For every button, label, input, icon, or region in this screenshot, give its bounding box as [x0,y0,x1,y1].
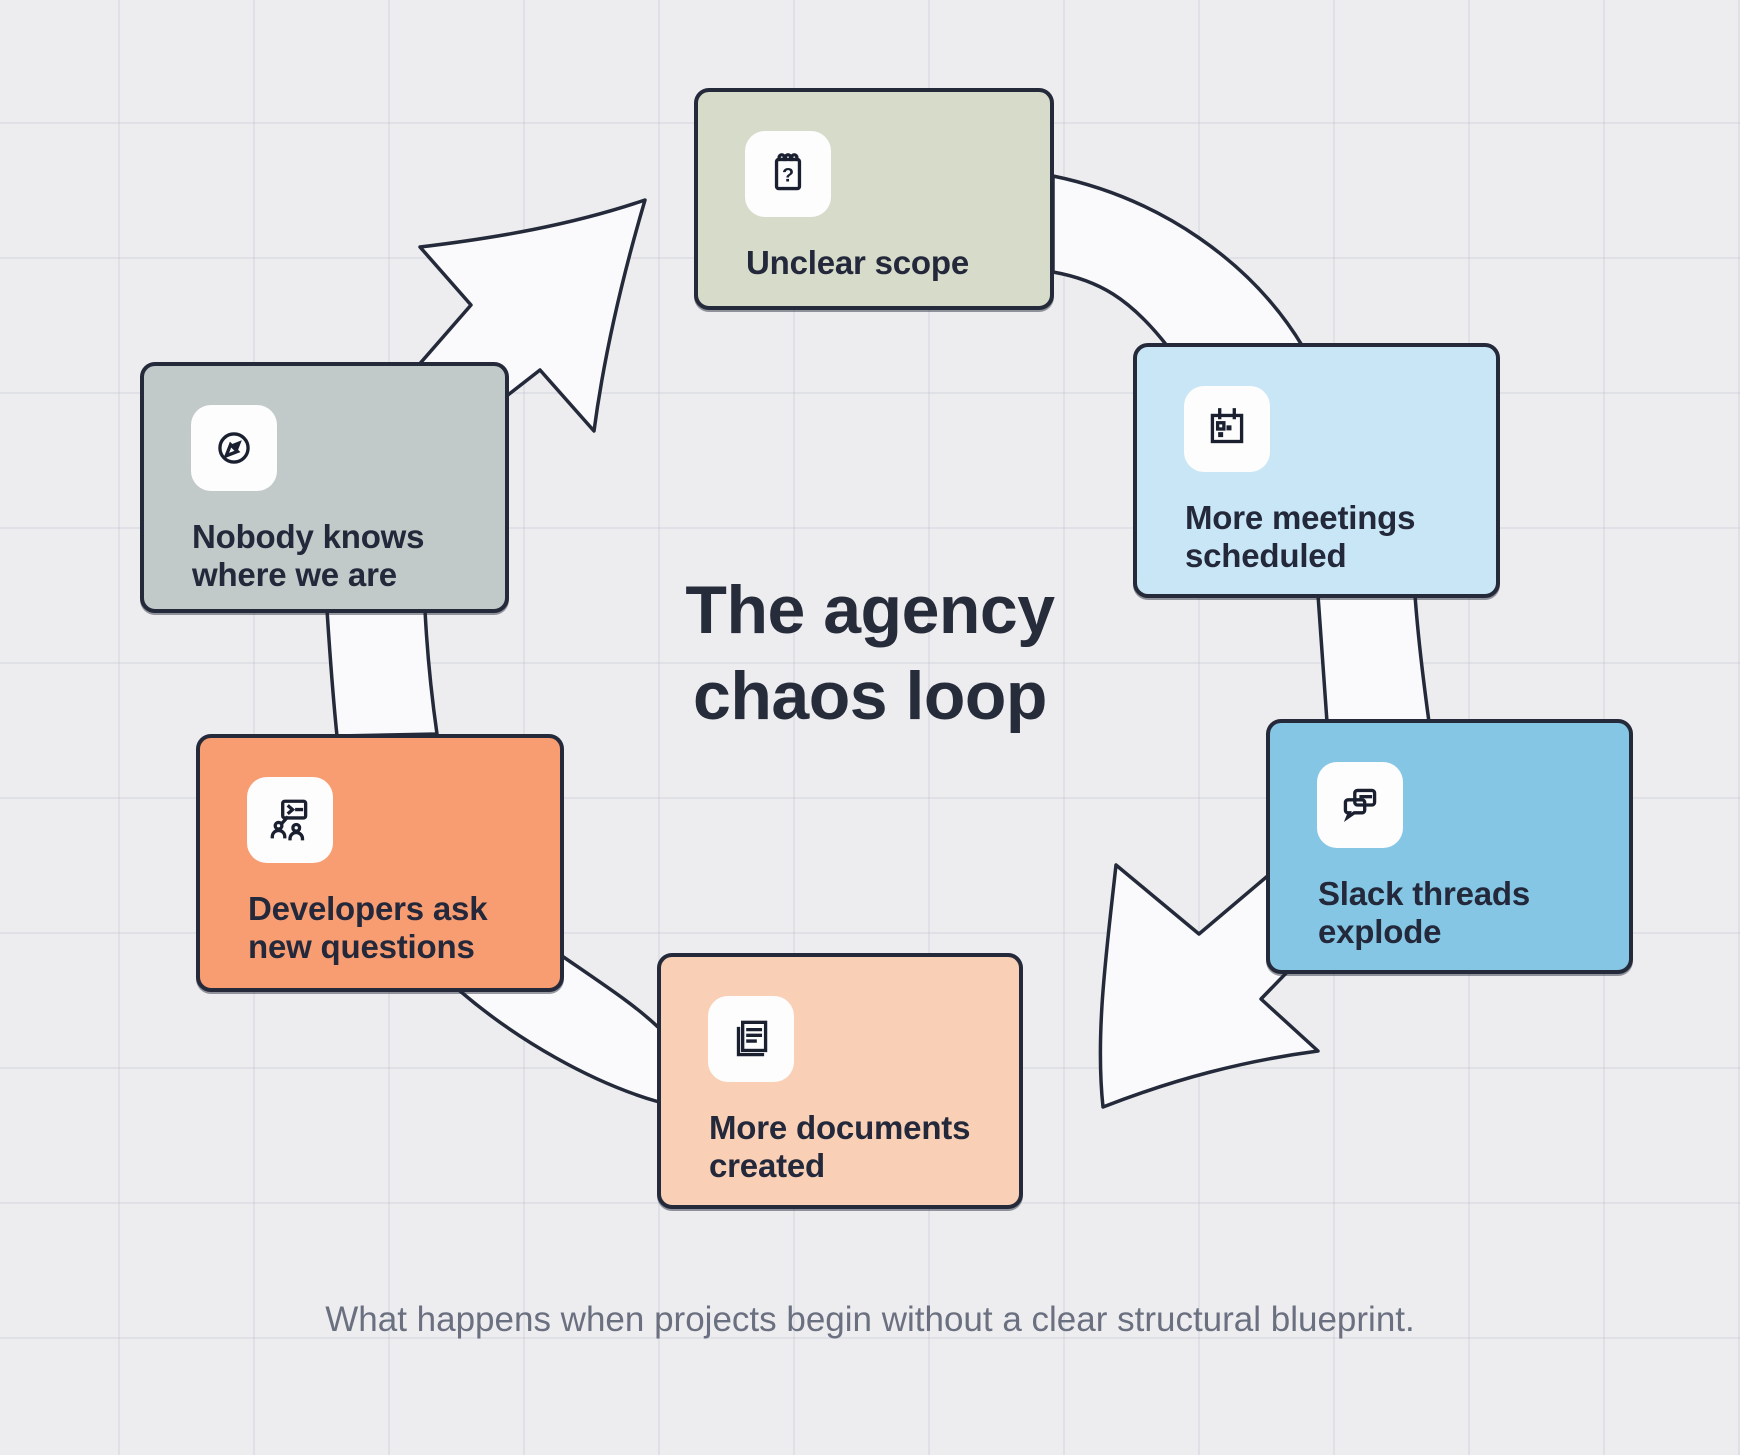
node-label: Developers ask new questions [248,890,488,965]
title-line-1: The agency [685,572,1055,648]
node-unclear-scope: ? Unclear scope [694,88,1054,310]
node-label: More meetings scheduled [1185,499,1416,574]
stacked-documents-icon [736,1020,768,1057]
people-code-bubble-icon [270,799,308,841]
node-nobody-knows: Nobody knows where we are [140,362,509,613]
title-line-2: chaos loop [693,657,1047,734]
icon-tile [191,405,277,491]
node-developers-ask: Developers ask new questions [196,734,564,992]
icon-tile: ? [745,131,831,217]
band-unclear-to-meetings [1051,174,1305,349]
band-documents-to-developers [458,954,661,1104]
node-more-documents: More documents created [657,953,1023,1209]
icon-tile [247,777,333,863]
node-label: Slack threads explode [1318,875,1531,950]
icon-tile [1184,386,1270,472]
node-slack-threads: Slack threads explode [1266,719,1633,974]
node-label: Nobody knows where we are [192,518,425,593]
node-more-meetings: More meetings scheduled [1133,343,1500,598]
diagram-title: The agency chaos loop [0,568,1740,739]
notepad-question-icon: ? [774,153,802,191]
icon-tile [708,996,794,1082]
calendar-icon [1210,408,1244,444]
node-label: Unclear scope [746,244,970,281]
diagram-caption: What happens when projects begin without… [325,1300,1415,1339]
chat-bubbles-icon [1343,788,1377,823]
icon-tile [1317,762,1403,848]
node-label: More documents created [709,1109,971,1184]
svg-text:?: ? [782,164,794,186]
compass-icon [218,432,250,464]
